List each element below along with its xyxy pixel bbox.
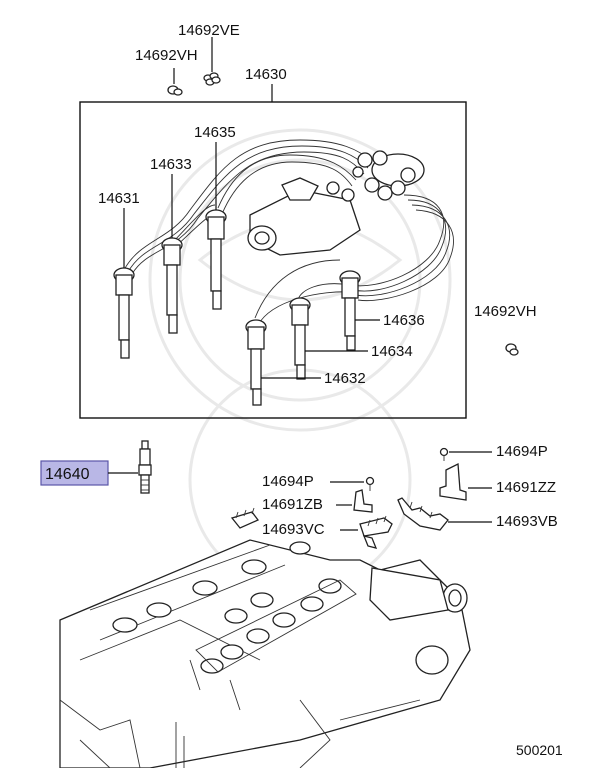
label-14691zb[interactable]: 14691ZB	[262, 496, 323, 513]
label-14631[interactable]: 14631	[98, 190, 140, 207]
bolt-14694p-right[interactable]	[439, 447, 449, 462]
label-14634[interactable]: 14634	[371, 343, 413, 360]
distributor	[247, 177, 361, 256]
plug-boot-14636[interactable]	[339, 270, 361, 351]
clip-14692vh-top[interactable]	[167, 85, 183, 96]
label-14636[interactable]: 14636	[383, 312, 425, 329]
label-14694p-right[interactable]: 14694P	[496, 443, 548, 460]
label-14693vc[interactable]: 14693VC	[262, 521, 325, 538]
bolt-14694p-mid[interactable]	[365, 476, 375, 492]
label-14692vh-top[interactable]: 14692VH	[135, 47, 198, 64]
spark-plug-14640[interactable]	[138, 440, 152, 494]
label-14692ve[interactable]: 14692VE	[178, 22, 240, 39]
bracket-14691zz[interactable]	[439, 462, 467, 501]
plug-boot-14635[interactable]	[205, 209, 227, 310]
label-14694p-mid[interactable]: 14694P	[262, 473, 314, 490]
plug-boot-14634[interactable]	[289, 297, 311, 380]
plug-boot-14632[interactable]	[245, 319, 267, 406]
plug-boot-14631[interactable]	[113, 267, 135, 359]
clamp-14693vc[interactable]	[359, 515, 393, 549]
clip-14692ve[interactable]	[203, 72, 221, 86]
clamp-left-engine	[230, 507, 260, 529]
bracket-14691zb[interactable]	[353, 489, 373, 513]
label-14630[interactable]: 14630	[245, 66, 287, 83]
label-14633[interactable]: 14633	[150, 156, 192, 173]
label-14692vh-right[interactable]: 14692VH	[474, 303, 537, 320]
label-14632[interactable]: 14632	[324, 370, 366, 387]
diagram-number: 500201	[516, 742, 563, 758]
label-14635[interactable]: 14635	[194, 124, 236, 141]
engine-block	[59, 539, 471, 768]
clip-14692vh-right[interactable]	[505, 343, 519, 356]
label-14691zz[interactable]: 14691ZZ	[496, 479, 556, 496]
distributor-cap	[352, 150, 425, 201]
cable-set-box	[79, 101, 467, 419]
label-14640-highlight[interactable]	[40, 460, 109, 486]
label-14640: 14640	[45, 466, 90, 483]
clamp-14693vb[interactable]	[397, 497, 449, 531]
label-14693vb[interactable]: 14693VB	[496, 513, 558, 530]
